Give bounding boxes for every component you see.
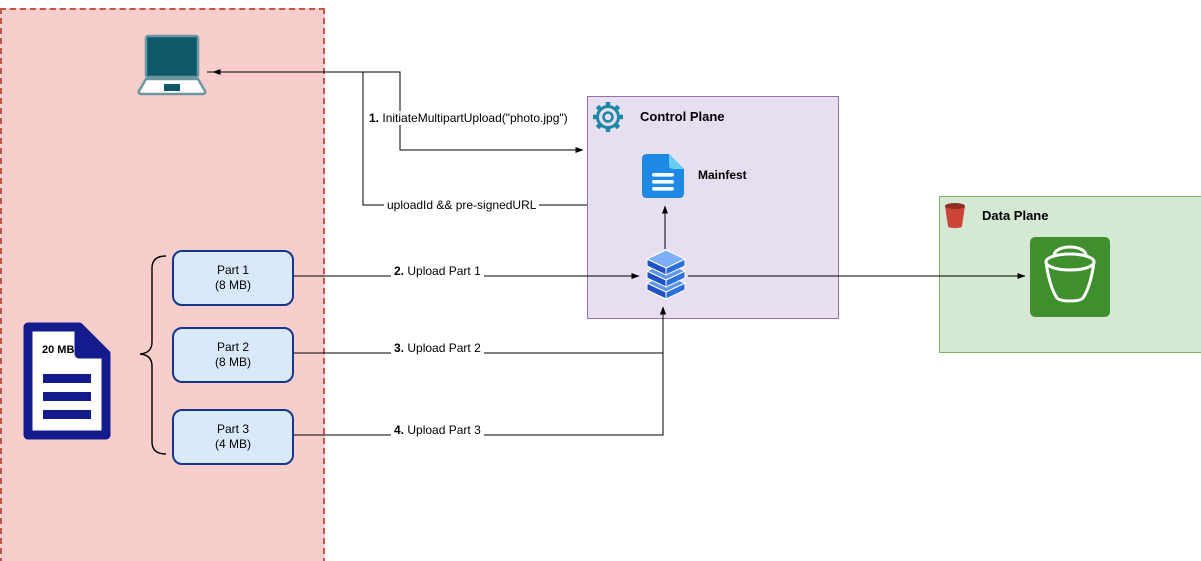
file-document-icon [23,322,111,440]
flow-step-text: Upload Part 1 [407,264,481,278]
manifest-label: Mainfest [698,168,747,182]
part-1-box: Part 1 (8 MB) [172,250,294,306]
flow-step-number: 1. [369,111,380,125]
part-3-box: Part 3 (4 MB) [172,409,294,465]
layers-stack-icon [645,250,687,300]
control-plane-title: Control Plane [640,109,725,124]
flow-label-upload-part-1: 2. Upload Part 1 [391,264,484,278]
manifest-document-icon [642,154,684,198]
arrow-upload-part-3 [290,306,666,436]
flow-step-number: 3. [394,341,405,355]
laptop-icon [137,34,207,96]
part-size: (4 MB) [215,437,251,451]
storage-bucket-icon [1030,237,1110,317]
gear-icon [593,102,623,132]
flow-step-text: uploadId && pre-signedURL [387,198,537,212]
flow-step-number: 4. [394,423,405,437]
part-size: (8 MB) [215,278,251,292]
file-size-label: 20 MB [42,344,75,356]
flow-step-number: 2. [394,264,405,278]
part-name: Part 2 [216,340,249,354]
flow-label-response: uploadId && pre-signedURL [384,198,540,212]
part-size: (8 MB) [215,355,251,369]
flow-label-upload-part-3: 4. Upload Part 3 [391,423,484,437]
part-2-box: Part 2 (8 MB) [172,327,294,383]
flow-label-initiate: 1. InitiateMultipartUpload("photo.jpg") [366,111,571,125]
part-name: Part 3 [216,422,249,436]
control-plane-zone [587,96,839,319]
flow-label-upload-part-2: 3. Upload Part 2 [391,341,484,355]
part-name: Part 1 [216,263,249,277]
s3-red-bucket-icon [945,203,965,228]
flow-step-text: Upload Part 2 [407,341,481,355]
data-plane-title: Data Plane [982,208,1049,223]
flow-step-text: InitiateMultipartUpload("photo.jpg") [382,111,568,125]
flow-step-text: Upload Part 3 [407,423,481,437]
